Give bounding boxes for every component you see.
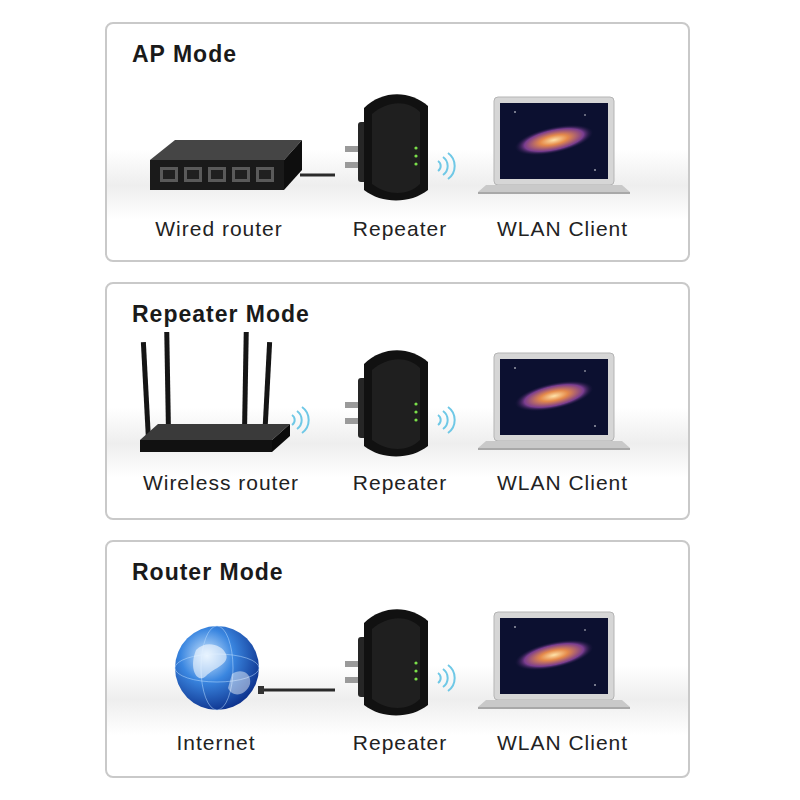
wifi-symbol [292,407,309,433]
laptop-illustration [478,612,630,709]
drawing-part [232,167,250,182]
laptop-illustration [478,353,630,450]
device-node: WLAN Client [480,346,645,502]
globe-illustration [175,626,264,710]
drawing-part [272,424,290,452]
repeater-illustration [345,609,428,715]
drawing-part [175,626,259,710]
wired-router-illustration [150,140,302,190]
drawing-part [187,170,199,179]
cable-connector [300,175,335,176]
drawing-part [256,167,274,182]
device-node: Wireless router [126,326,316,502]
wifi-symbol [438,153,455,179]
device-node: Internet [168,614,264,762]
device-label: Repeater [335,470,465,496]
repeater-illustration [345,94,428,200]
device-label: WLAN Client [480,730,645,756]
wireless-router-illustration [140,332,290,452]
drawing-part [140,440,272,452]
device-node: Wired router [138,92,300,248]
device-node: WLAN Client [480,90,645,248]
drawing-part [184,167,202,182]
mode-panel: Repeater ModeWireless router Repeater WLAN… [105,282,690,520]
device-node: WLAN Client [480,605,645,762]
drawing-part [242,332,249,432]
device-node: Repeater [335,344,465,502]
mode-heading: Repeater Mode [132,301,310,328]
drawing-part [208,167,226,182]
laptop-illustration [478,97,630,194]
mode-panel: Router ModeInternet Repeater WLAN Client [105,540,690,778]
drawing-part [235,170,247,179]
mode-heading: Router Mode [132,559,284,586]
drawing-part [228,671,250,694]
drawing-part [150,160,284,190]
wifi-symbol [438,407,455,433]
device-label: Wired router [138,216,300,242]
repeater-illustration [345,350,428,456]
drawing-part [259,170,271,179]
mode-panel: AP ModeWired router Repeater WLAN Client [105,22,690,262]
device-label: Internet [168,730,264,756]
device-label: WLAN Client [480,470,645,496]
device-node: Repeater [335,603,465,762]
drawing-part [140,424,290,440]
drawing-part [150,140,302,160]
drawing-part [141,342,151,440]
drawing-part [193,644,227,678]
drawing-part [164,332,171,432]
cable-connector [264,690,335,691]
device-node: Repeater [335,88,465,248]
drawing-part [160,167,178,182]
device-label: Repeater [335,216,465,242]
device-label: Repeater [335,730,465,756]
mode-heading: AP Mode [132,41,237,68]
device-label: WLAN Client [480,216,645,242]
drawing-part [284,140,302,190]
drawing-part [258,686,264,694]
drawing-part [211,170,223,179]
device-label: Wireless router [126,470,316,496]
wifi-symbol [438,665,455,691]
drawing-part [163,170,175,179]
